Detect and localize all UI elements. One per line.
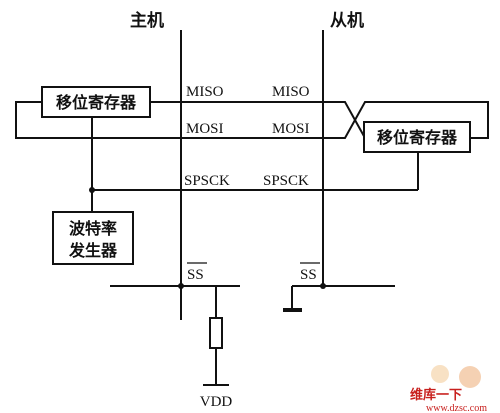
master-ss-junction-dot [178,283,184,289]
slave-title: 从机 [330,10,364,31]
master-miso-label: MISO [186,84,224,100]
pullup-resistor [209,317,223,349]
master-shift-register-box [41,86,151,118]
slave-ss-label: SS [300,267,317,283]
watermark-url: www.dzsc.com [426,403,487,413]
baud-gen-label-line1: 波特率 [69,219,117,238]
master-ss-label: SS [187,267,204,283]
master-register-loop [15,101,325,139]
slave-shift-register-box [363,121,471,153]
watermark-text: 维库一下 [410,387,462,403]
slave-mosi-label: MOSI [272,121,310,137]
master-mosi-label: MOSI [186,121,224,137]
vdd-label: VDD [200,394,233,410]
slave-miso-label: MISO [272,84,310,100]
miso-cross-wire [325,101,366,139]
mosi-cross-wire [325,101,489,139]
baud-gen-label-line2: 发生器 [68,241,118,260]
slave-spsck-label: SPSCK [263,173,309,189]
watermark-logo: 维库一下 www.dzsc.com [410,365,487,413]
master-shift-register-label: 移位寄存器 [56,93,137,112]
slave-ss-junction-dot [320,283,326,289]
master-spsck-label: SPSCK [184,173,230,189]
baud-rate-generator-box [52,211,134,265]
spsck-junction-dot [89,187,95,193]
master-title: 主机 [130,10,164,31]
slave-shift-register-label: 移位寄存器 [377,128,458,147]
